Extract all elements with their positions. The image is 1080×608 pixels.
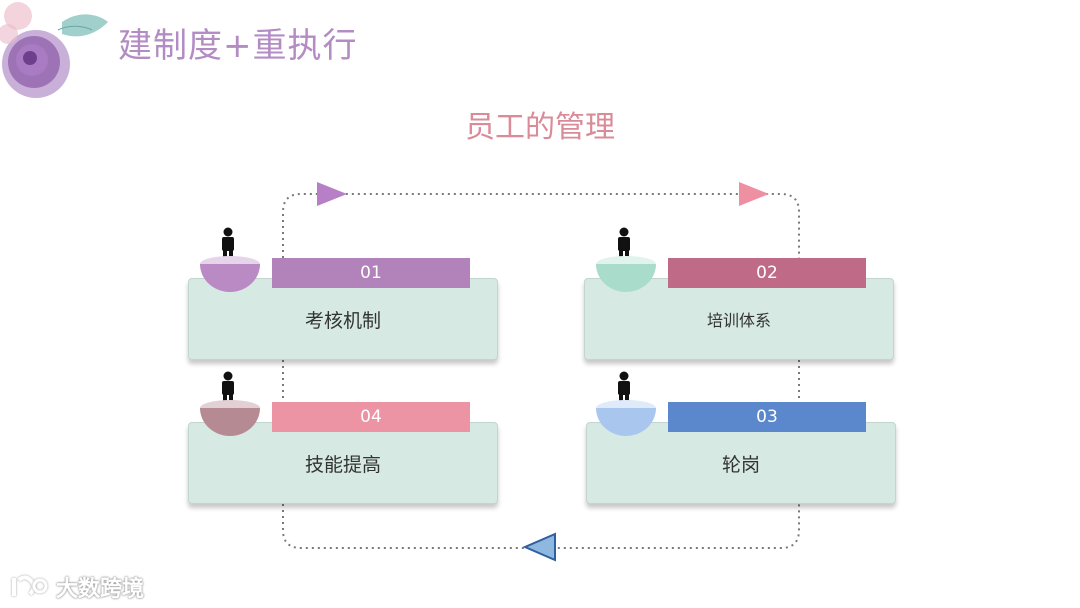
person-bowl-01	[200, 227, 260, 292]
diagram-subtitle: 员工的管理	[465, 110, 615, 145]
arrow-top-left	[317, 182, 347, 206]
person-bowl-04	[200, 371, 260, 436]
arrow-bottom	[522, 532, 556, 562]
connector-top	[282, 193, 800, 258]
person-bowl-03	[596, 371, 656, 436]
card-03: 轮岗	[586, 422, 896, 504]
person-bowl-02	[596, 227, 656, 292]
flower-decoration	[0, 2, 108, 98]
slide-title: 建制度+重执行	[118, 26, 358, 66]
tag-01: 01	[272, 258, 470, 288]
tag-04-number: 04	[360, 407, 382, 427]
tag-04: 04	[272, 402, 470, 432]
arrow-top-right	[739, 182, 769, 206]
tag-01-number: 01	[360, 263, 382, 283]
tag-03-number: 03	[756, 407, 778, 427]
card-04: 技能提高	[188, 422, 498, 504]
card-04-label: 技能提高	[304, 453, 381, 476]
card-03-label: 轮岗	[721, 453, 760, 476]
watermark-text: 大数跨境	[56, 577, 145, 602]
tag-02-number: 02	[756, 263, 778, 283]
card-01-label: 考核机制	[304, 309, 381, 332]
card-02-label: 培训体系	[706, 311, 771, 330]
card-01: 考核机制	[188, 278, 498, 360]
watermark-logo-icon	[12, 575, 48, 596]
tag-03: 03	[668, 402, 866, 432]
watermark: 大数跨境	[10, 570, 144, 604]
card-02: 培训体系	[584, 278, 894, 360]
tag-02: 02	[668, 258, 866, 288]
